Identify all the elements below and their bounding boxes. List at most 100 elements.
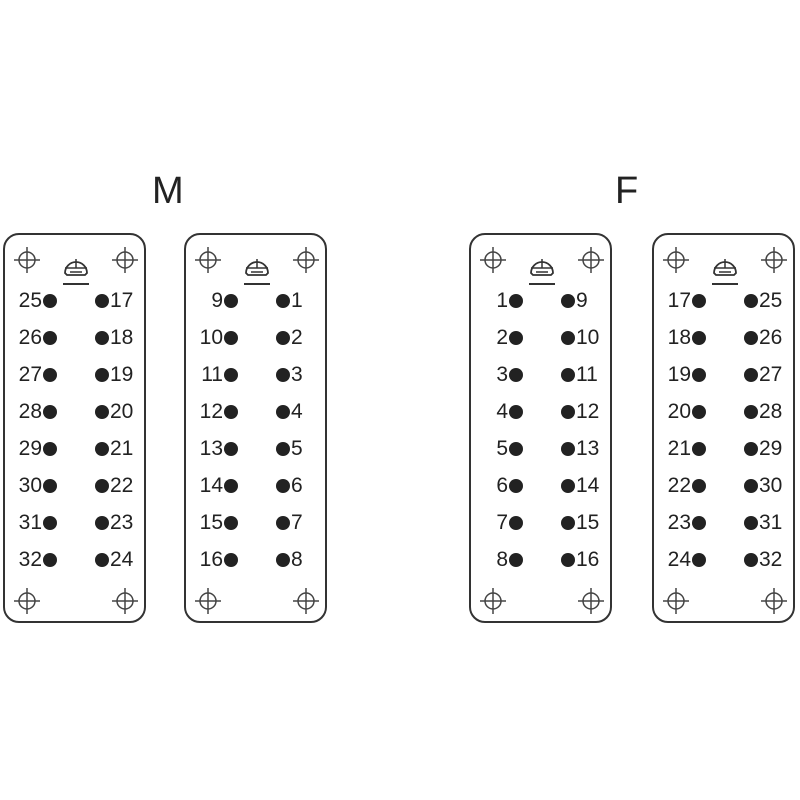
- pin-30: [43, 479, 57, 493]
- pin-label: 32: [18, 548, 42, 571]
- pin-11: [224, 368, 238, 382]
- pin-24: [692, 553, 706, 567]
- pin-label: 27: [759, 363, 783, 386]
- pin-label: 22: [110, 474, 134, 497]
- mounting-hole-icon: [761, 588, 787, 614]
- pin-12: [561, 405, 575, 419]
- pin-27: [43, 368, 57, 382]
- pin-22: [692, 479, 706, 493]
- pin-label: 1: [291, 289, 303, 312]
- pin-label: 15: [199, 511, 223, 534]
- pin-8: [276, 553, 290, 567]
- pin-5: [509, 442, 523, 456]
- pin-16: [224, 553, 238, 567]
- pin-21: [95, 442, 109, 456]
- pin-label: 24: [110, 548, 134, 571]
- pin-label: 19: [110, 363, 134, 386]
- pin-11: [561, 368, 575, 382]
- pin-label: 7: [496, 511, 508, 534]
- pin-label: 18: [110, 326, 134, 349]
- pin-label: 26: [759, 326, 783, 349]
- pin-20: [692, 405, 706, 419]
- pin-label: 6: [496, 474, 508, 497]
- mounting-hole-icon: [480, 588, 506, 614]
- pin-10: [224, 331, 238, 345]
- pin-label: 22: [667, 474, 691, 497]
- pin-28: [744, 405, 758, 419]
- pin-label: 13: [576, 437, 600, 460]
- pin-label: 31: [759, 511, 783, 534]
- pin-20: [95, 405, 109, 419]
- pin-5: [276, 442, 290, 456]
- pin-label: 25: [759, 289, 783, 312]
- pin-24: [95, 553, 109, 567]
- mounting-hole-icon: [293, 588, 319, 614]
- pin-3: [276, 368, 290, 382]
- pin-26: [43, 331, 57, 345]
- pin-label: 16: [576, 548, 600, 571]
- pin-label: 14: [199, 474, 223, 497]
- pin-15: [561, 516, 575, 530]
- pin-19: [692, 368, 706, 382]
- pin-label: 19: [667, 363, 691, 386]
- mounting-hole-icon: [195, 247, 221, 273]
- pin-label: 17: [110, 289, 134, 312]
- mounting-hole-icon: [663, 247, 689, 273]
- pin-1: [509, 294, 523, 308]
- pin-label: 13: [199, 437, 223, 460]
- pin-label: 12: [199, 400, 223, 423]
- pin-28: [43, 405, 57, 419]
- pin-label: 20: [110, 400, 134, 423]
- pin-label: 30: [759, 474, 783, 497]
- pin-label: 27: [18, 363, 42, 386]
- pin-2: [276, 331, 290, 345]
- pin-label: 17: [667, 289, 691, 312]
- pin-label: 4: [291, 400, 303, 423]
- pin-label: 9: [576, 289, 588, 312]
- female-title: F: [615, 170, 639, 212]
- pin-label: 15: [576, 511, 600, 534]
- pin-label: 31: [18, 511, 42, 534]
- pin-14: [224, 479, 238, 493]
- pin-label: 23: [667, 511, 691, 534]
- mounting-hole-icon: [578, 247, 604, 273]
- pin-26: [744, 331, 758, 345]
- ground-icon: [63, 259, 89, 285]
- pin-label: 12: [576, 400, 600, 423]
- pin-label: 29: [759, 437, 783, 460]
- pin-7: [509, 516, 523, 530]
- pin-25: [43, 294, 57, 308]
- pin-label: 28: [18, 400, 42, 423]
- pin-18: [692, 331, 706, 345]
- pin-12: [224, 405, 238, 419]
- ground-icon: [529, 259, 555, 285]
- pin-30: [744, 479, 758, 493]
- pin-label: 2: [291, 326, 303, 349]
- pin-32: [744, 553, 758, 567]
- pin-9: [561, 294, 575, 308]
- pin-27: [744, 368, 758, 382]
- pin-22: [95, 479, 109, 493]
- pin-label: 26: [18, 326, 42, 349]
- pin-label: 7: [291, 511, 303, 534]
- pin-13: [224, 442, 238, 456]
- pin-4: [276, 405, 290, 419]
- pin-label: 5: [291, 437, 303, 460]
- pin-29: [744, 442, 758, 456]
- pin-16: [561, 553, 575, 567]
- pin-29: [43, 442, 57, 456]
- pin-8: [509, 553, 523, 567]
- mounting-hole-icon: [663, 588, 689, 614]
- pin-label: 29: [18, 437, 42, 460]
- pin-23: [95, 516, 109, 530]
- pin-31: [43, 516, 57, 530]
- pin-3: [509, 368, 523, 382]
- pin-14: [561, 479, 575, 493]
- pin-label: 25: [18, 289, 42, 312]
- pin-1: [276, 294, 290, 308]
- pin-label: 11: [201, 363, 223, 386]
